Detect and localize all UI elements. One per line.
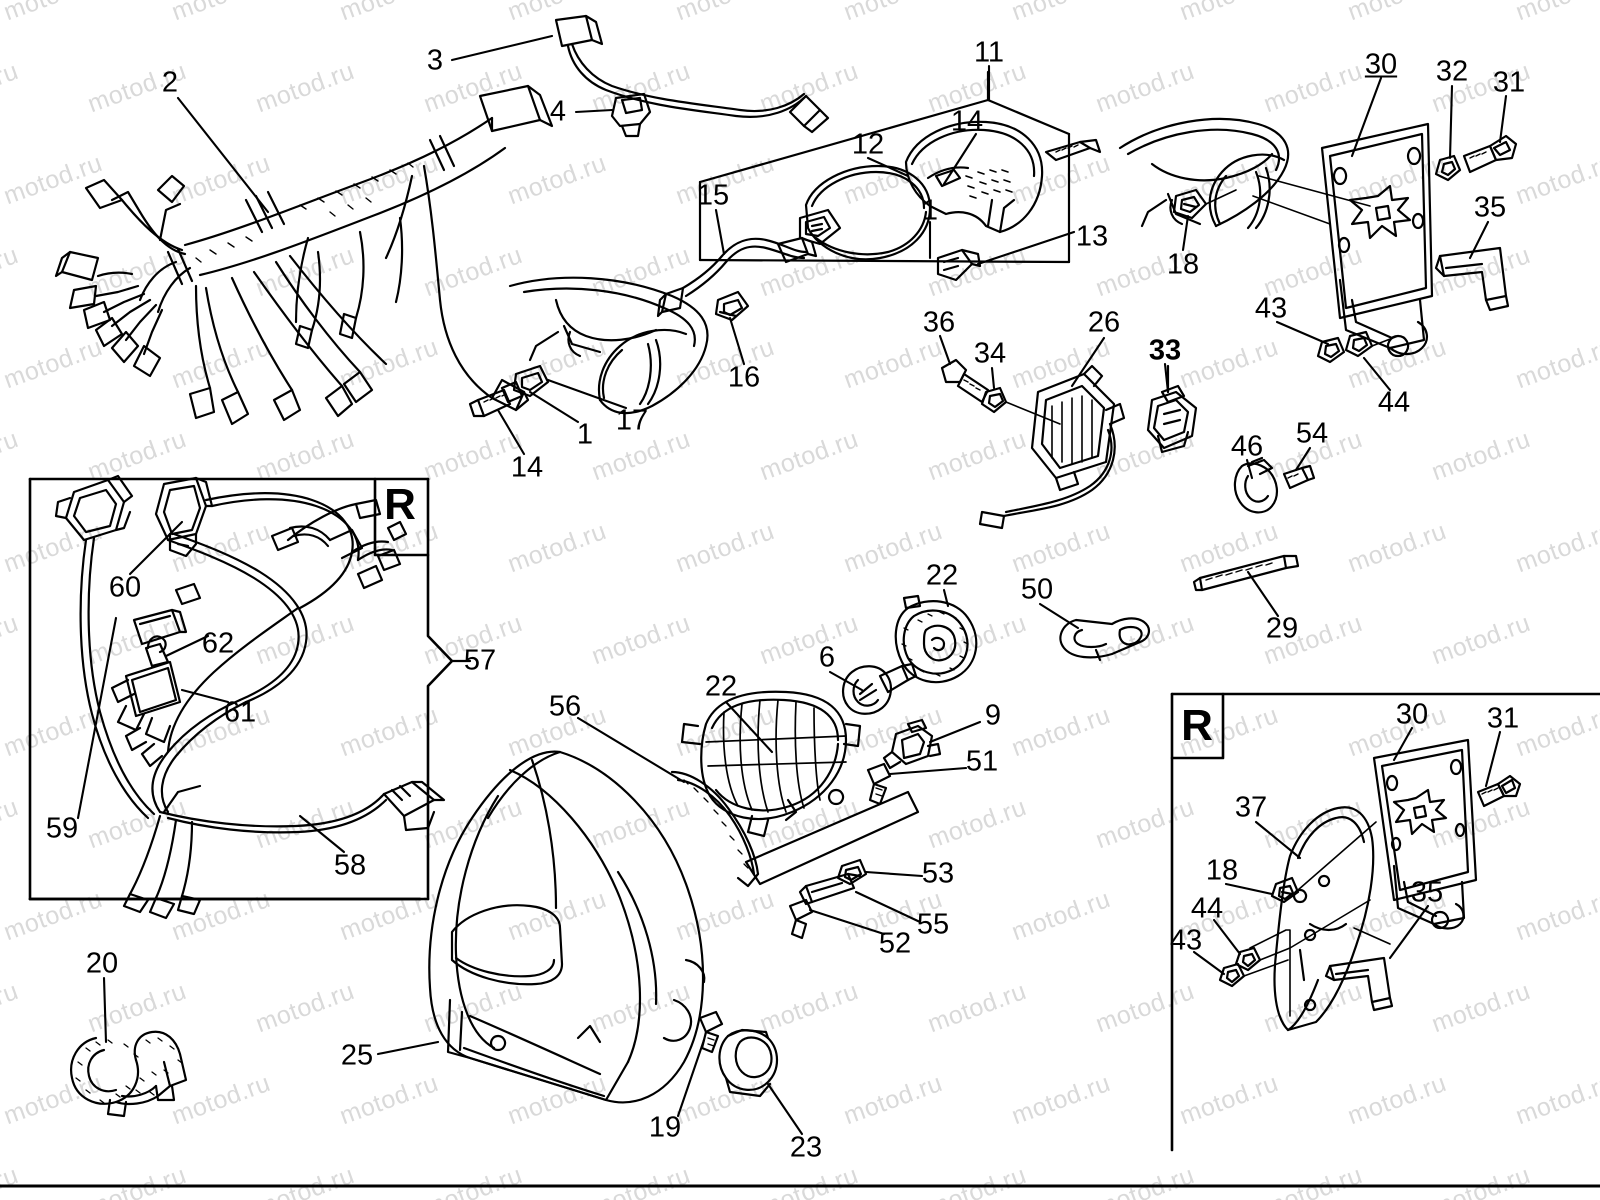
rear-fender-top: [1118, 117, 1290, 230]
callout-number-23: 23: [789, 1131, 823, 1164]
callout-number-1: 1: [921, 194, 939, 227]
clip-4: [610, 92, 652, 138]
screw-19-clamp-23: [698, 1010, 779, 1098]
grommet-16: [714, 290, 750, 322]
callout-number-6: 6: [818, 641, 836, 674]
bolt-36-washer-34: [940, 358, 1061, 425]
inset-badge-rleft: R: [384, 480, 416, 529]
callout-number-35: 35: [1473, 191, 1507, 224]
callout-number-61: 61: [223, 696, 257, 729]
regulator-26: [978, 364, 1126, 530]
lever-50: [1059, 617, 1150, 662]
callout-number-20: 20: [85, 947, 119, 980]
hose-clip-20: [70, 1030, 188, 1118]
callout-number-29: 29: [1265, 612, 1299, 645]
plate-stay-35: [1434, 246, 1510, 312]
callout-number-52: 52: [878, 927, 912, 960]
callout-number-43: 43: [1169, 924, 1203, 957]
callout-number-32: 32: [1435, 55, 1469, 88]
callout-number-35: 35: [1410, 876, 1444, 909]
callout-number-56: 56: [548, 690, 582, 723]
callout-number-4: 4: [549, 95, 567, 128]
callout-number-26: 26: [1087, 306, 1121, 339]
nut-18: [1172, 188, 1237, 220]
callout-number-57: 57: [463, 644, 497, 677]
callout-number-46: 46: [1230, 430, 1264, 463]
right-inset-assembly: [1218, 738, 1522, 1032]
callout-number-18: 18: [1166, 248, 1200, 281]
bracket-11: [698, 70, 1071, 264]
right-inset-frame: [1170, 692, 1600, 1152]
callout-number-58: 58: [333, 849, 367, 882]
callout-number-37: 37: [1234, 791, 1268, 824]
callout-number-54: 54: [1295, 417, 1329, 450]
callout-number-12: 12: [851, 128, 885, 161]
callout-number-53: 53: [921, 857, 955, 890]
callout-number-25: 25: [340, 1039, 374, 1072]
front-fender: [508, 276, 709, 415]
callout-number-9: 9: [984, 699, 1002, 732]
leader-lines: [76, 34, 1508, 1136]
callout-number-14: 14: [950, 105, 984, 138]
callout-number-11: 11: [973, 36, 1005, 69]
callout-number-62: 62: [201, 627, 235, 660]
callout-number-51: 51: [965, 745, 999, 778]
left-inset-frame: [28, 477, 472, 901]
tail-light-assembly: [798, 120, 1102, 282]
callout-number-18: 18: [1205, 854, 1239, 887]
clamp-46-screw-54: [1233, 456, 1316, 514]
callout-number-55: 55: [916, 908, 950, 941]
callout-number-17: 17: [615, 404, 649, 437]
callout-number-19: 19: [648, 1111, 682, 1144]
trim-56: [670, 770, 760, 888]
callout-number-30: 30: [1395, 698, 1429, 731]
screw-51: [866, 762, 892, 806]
plate-bracket-30: [1252, 122, 1434, 358]
socket-9: [882, 718, 942, 770]
callout-number-31: 31: [1492, 66, 1526, 99]
reflector-plate: [744, 790, 920, 886]
callout-number-2: 2: [161, 66, 179, 99]
callout-number-14: 14: [510, 451, 544, 484]
callout-number-34: 34: [973, 337, 1007, 370]
washer-32-bolt-31: [1434, 134, 1518, 182]
callout-number-44: 44: [1190, 892, 1224, 925]
main-wiring-harness: [54, 84, 554, 426]
callout-number-15: 15: [696, 179, 730, 212]
callout-number-33: 33: [1148, 334, 1182, 367]
bulb-6: [842, 662, 918, 715]
fastener-set-1-14-17: [468, 364, 550, 418]
strap-29: [1192, 554, 1300, 592]
callout-number-36: 36: [922, 306, 956, 339]
callout-number-22: 22: [704, 670, 738, 703]
callout-number-3: 3: [426, 44, 444, 77]
callout-number-60: 60: [108, 571, 142, 604]
callout-number-50: 50: [1020, 573, 1054, 606]
callout-number-1: 1: [576, 418, 594, 451]
nuts-43-44: [1316, 330, 1399, 364]
callout-number-30: 30: [1364, 48, 1398, 81]
callout-number-31: 31: [1486, 702, 1520, 735]
callout-number-44: 44: [1377, 386, 1411, 419]
connector-33: [1146, 364, 1198, 454]
callout-number-59: 59: [45, 812, 79, 845]
callout-number-16: 16: [727, 361, 761, 394]
inset-badge-rright: R: [1181, 701, 1213, 750]
sub-harness-3: [554, 14, 830, 134]
small-fasteners-52-53-55: [788, 858, 868, 940]
callout-number-43: 43: [1254, 292, 1288, 325]
callout-number-13: 13: [1075, 220, 1109, 253]
callout-number-22: 22: [925, 559, 959, 592]
lead-15: [656, 236, 818, 318]
headlight-unit-22: [680, 690, 862, 838]
headlight-cowl-25: [428, 750, 706, 1104]
horn-22-upper: [894, 594, 978, 684]
